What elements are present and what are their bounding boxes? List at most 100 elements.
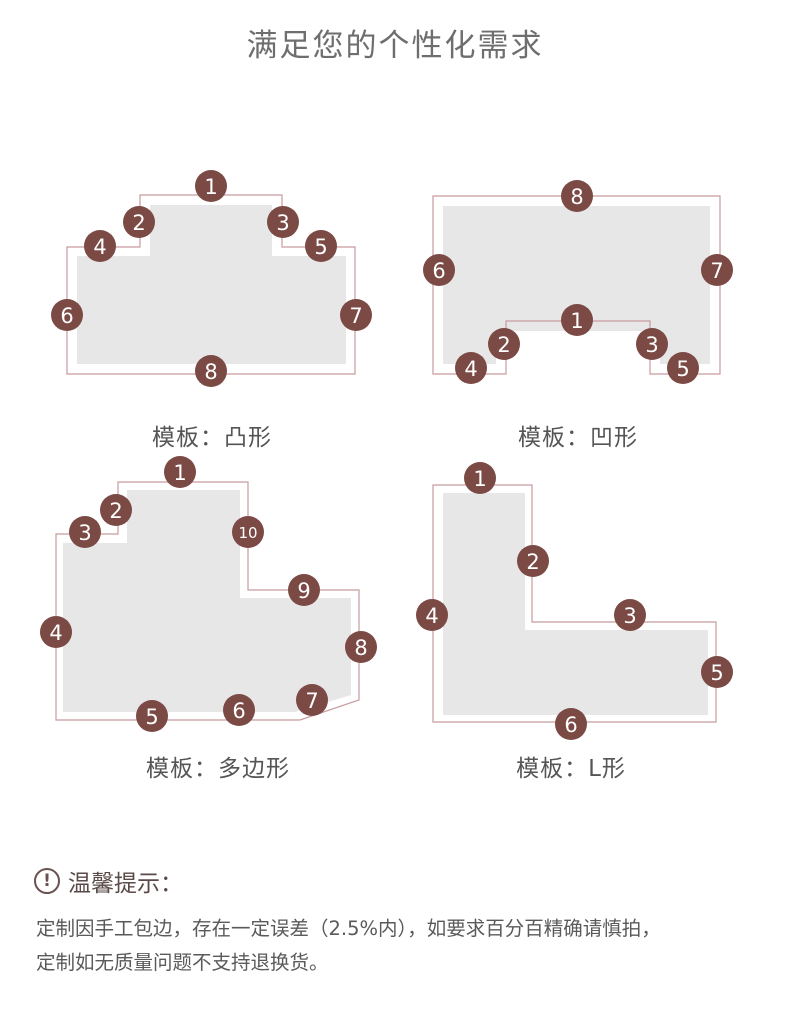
caption-polygon: 模板：多边形 xyxy=(146,756,290,782)
tips-heading: 温馨提示： xyxy=(68,871,183,897)
marker-circle xyxy=(345,631,377,663)
marker-number: 5 xyxy=(314,235,327,259)
marker-badge-3: 3 xyxy=(267,206,299,238)
marker-badge-9: 9 xyxy=(288,574,320,606)
marker-circle xyxy=(40,616,72,648)
marker-circle xyxy=(136,700,168,732)
marker-badge-4: 4 xyxy=(416,599,448,631)
exclamation-circle-icon: ! xyxy=(34,868,60,894)
marker-circle xyxy=(267,206,299,238)
marker-badge-1: 1 xyxy=(164,456,196,488)
marker-number: 2 xyxy=(109,499,122,523)
marker-badge-8: 8 xyxy=(561,180,593,212)
marker-circle xyxy=(340,299,372,331)
marker-number: 1 xyxy=(173,461,186,485)
marker-circle xyxy=(555,708,587,740)
marker-badge-2: 2 xyxy=(123,206,155,238)
marker-badge-8: 8 xyxy=(345,631,377,663)
caption-convex: 模板：凸形 xyxy=(152,425,272,451)
marker-circle xyxy=(636,328,668,360)
marker-number: 3 xyxy=(78,521,91,545)
marker-circle xyxy=(701,656,733,688)
marker-badge-7: 7 xyxy=(701,254,733,286)
marker-badge-4: 4 xyxy=(455,352,487,384)
marker-number: 4 xyxy=(464,357,477,381)
convex-shape xyxy=(77,205,346,364)
marker-number: 8 xyxy=(354,636,367,660)
marker-badge-7: 7 xyxy=(296,684,328,716)
marker-badge-8: 8 xyxy=(195,355,227,387)
marker-circle xyxy=(667,352,699,384)
marker-circle xyxy=(488,328,520,360)
marker-number: 5 xyxy=(145,705,158,729)
template-l-shape xyxy=(432,484,717,723)
tips-line: 定制如无质量问题不支持退换货。 xyxy=(36,951,329,974)
marker-badge-6: 6 xyxy=(223,694,255,726)
marker-circle xyxy=(423,254,455,286)
marker-badge-1: 1 xyxy=(561,304,593,336)
marker-number: 3 xyxy=(645,333,658,357)
marker-number: 2 xyxy=(526,550,539,574)
l-outline xyxy=(432,484,717,723)
marker-circle xyxy=(223,694,255,726)
marker-number: 8 xyxy=(570,185,583,209)
marker-number: 6 xyxy=(232,699,245,723)
marker-circle xyxy=(296,684,328,716)
marker-badge-1: 1 xyxy=(195,170,227,202)
marker-badge-6: 6 xyxy=(51,299,83,331)
marker-badge-5: 5 xyxy=(701,656,733,688)
marker-number: 3 xyxy=(276,211,289,235)
marker-badge-6: 6 xyxy=(555,708,587,740)
marker-number: 9 xyxy=(297,579,310,603)
marker-circle xyxy=(517,545,549,577)
marker-badge-4: 4 xyxy=(40,616,72,648)
marker-badge-6: 6 xyxy=(423,254,455,286)
marker-circle xyxy=(84,230,116,262)
marker-number: 4 xyxy=(49,621,62,645)
marker-badge-3: 3 xyxy=(69,516,101,548)
marker-circle xyxy=(164,456,196,488)
marker-circle xyxy=(69,516,101,548)
concave-shape xyxy=(443,206,710,364)
marker-circle xyxy=(288,574,320,606)
marker-number: 2 xyxy=(132,211,145,235)
marker-circle xyxy=(195,355,227,387)
marker-circle xyxy=(305,230,337,262)
marker-number: 6 xyxy=(60,304,73,328)
marker-badge-2: 2 xyxy=(488,328,520,360)
tips-body: 定制因手工包边，存在一定误差（2.5%内），如要求百分百精确请慎拍， 定制如无质… xyxy=(36,912,766,980)
caption-concave: 模板：凹形 xyxy=(518,425,638,451)
marker-number: 4 xyxy=(93,235,106,259)
caption-l-shape: 模板：L形 xyxy=(516,756,626,782)
marker-number: 7 xyxy=(349,304,362,328)
tips-heading-row: ! 温馨提示： xyxy=(34,866,183,897)
marker-circle xyxy=(123,206,155,238)
marker-badge-3: 3 xyxy=(636,328,668,360)
marker-badge-2: 2 xyxy=(517,545,549,577)
tips-line: 定制因手工包边，存在一定误差（2.5%内），如要求百分百精确请慎拍， xyxy=(36,917,661,940)
marker-badge-5: 5 xyxy=(305,230,337,262)
marker-number: 8 xyxy=(204,360,217,384)
marker-badge-1: 1 xyxy=(464,462,496,494)
l-shape xyxy=(443,493,708,715)
page-title: 满足您的个性化需求 xyxy=(246,28,544,64)
marker-number: 2 xyxy=(497,333,510,357)
marker-number: 1 xyxy=(570,309,583,333)
marker-number: 1 xyxy=(473,467,486,491)
marker-badge-5: 5 xyxy=(136,700,168,732)
marker-badge-4: 4 xyxy=(84,230,116,262)
marker-number: 1 xyxy=(204,175,217,199)
marker-circle xyxy=(51,299,83,331)
marker-circle xyxy=(561,304,593,336)
marker-number: 6 xyxy=(564,713,577,737)
marker-circle xyxy=(232,516,264,548)
marker-badge-2: 2 xyxy=(100,494,132,526)
marker-number: 4 xyxy=(425,604,438,628)
marker-circle xyxy=(464,462,496,494)
marker-circle xyxy=(195,170,227,202)
marker-circle xyxy=(100,494,132,526)
marker-badge-3: 3 xyxy=(614,599,646,631)
marker-circle xyxy=(416,599,448,631)
marker-circle xyxy=(614,599,646,631)
